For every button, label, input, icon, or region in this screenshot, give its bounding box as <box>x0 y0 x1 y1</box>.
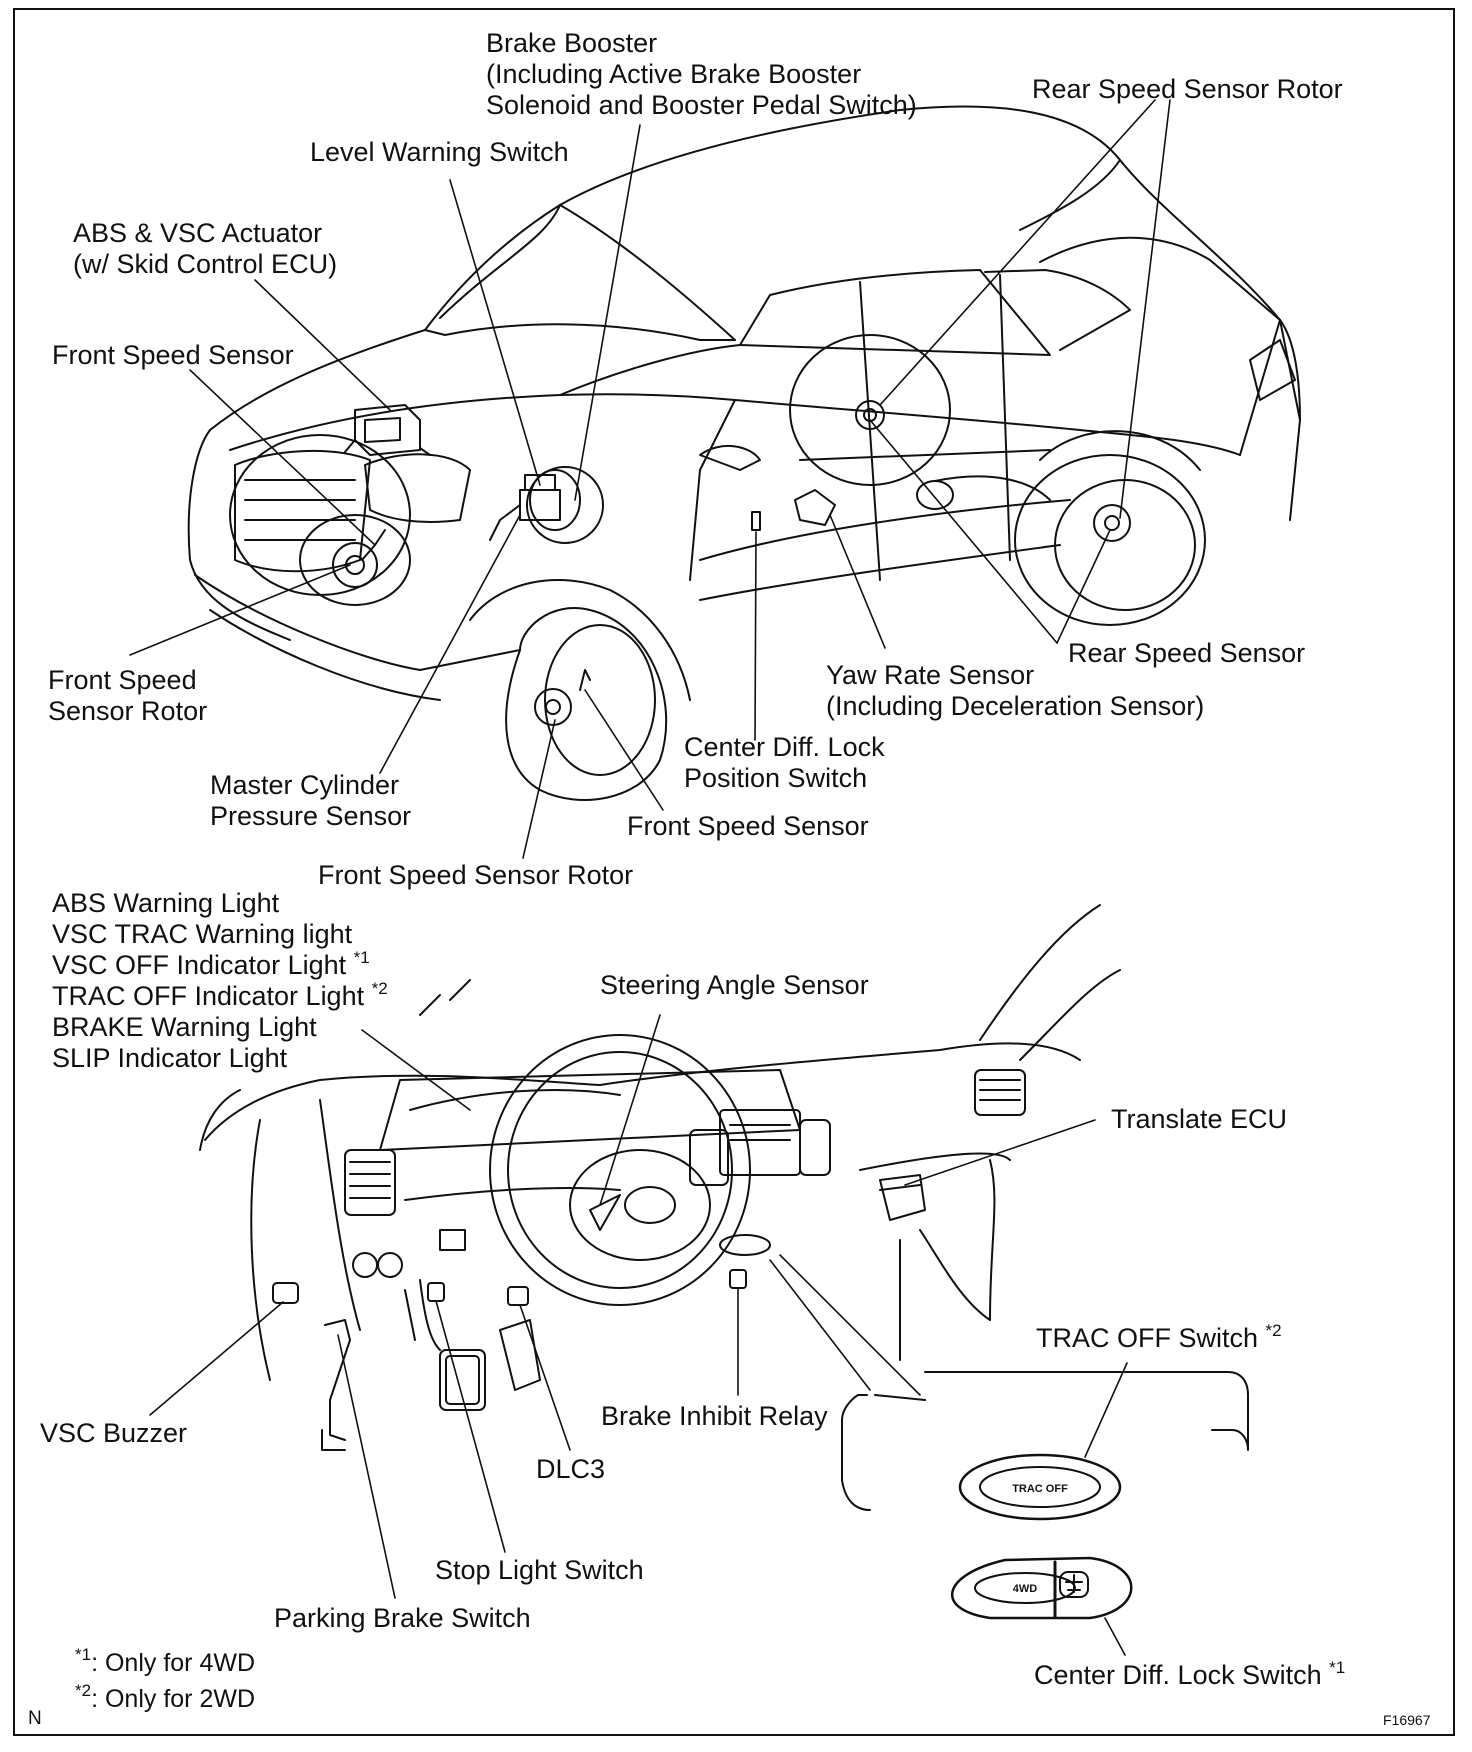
footnote-1-text: : Only for 4WD <box>91 1649 255 1677</box>
footnote-2: *2: Only for 2WD <box>75 1682 255 1717</box>
brake-inhibit-relay-text: Brake Inhibit Relay <box>601 1401 828 1431</box>
label-master-cylinder-pressure-sensor: Master Cylinder Pressure Sensor <box>210 770 411 832</box>
brake-booster-line-3: Solenoid and Booster Pedal Switch) <box>486 90 917 120</box>
label-front-speed-sensor-bottom: Front Speed Sensor <box>627 811 869 842</box>
label-abs-vsc-actuator: ABS & VSC Actuator (w/ Skid Control ECU) <box>73 218 337 280</box>
label-brake-inhibit-relay: Brake Inhibit Relay <box>601 1401 828 1432</box>
slip-indicator-light-text: SLIP Indicator Light <box>52 1043 288 1073</box>
vsc-off-footnote-mark: *1 <box>353 948 370 967</box>
center-diff-lock-switch-text: Center Diff. Lock Switch <box>1034 1660 1322 1690</box>
center-diff-lock-position-line-2: Position Switch <box>684 763 868 793</box>
footnote-2-text: : Only for 2WD <box>91 1685 255 1713</box>
brake-warning-light-text: BRAKE Warning Light <box>52 1012 317 1042</box>
label-rear-speed-sensor: Rear Speed Sensor <box>1068 638 1305 669</box>
center-diff-lock-switch-row: Center Diff. Lock Switch *1 <box>1034 1658 1346 1691</box>
vsc-trac-warning-light-text: VSC TRAC Warning light <box>52 919 353 949</box>
leader-lines <box>129 99 1171 1656</box>
front-speed-sensor-rotor-bottom-text: Front Speed Sensor Rotor <box>318 860 634 890</box>
rear-speed-sensor-text: Rear Speed Sensor <box>1068 638 1306 668</box>
level-warning-switch-text: Level Warning Switch <box>310 137 569 167</box>
master-cylinder-line-1: Master Cylinder <box>210 770 400 800</box>
label-trac-off-switch: TRAC OFF Switch *2 <box>1036 1321 1282 1354</box>
label-front-speed-sensor-rotor-bottom: Front Speed Sensor Rotor <box>318 860 633 891</box>
front-speed-sensor-rotor-left-line-2: Sensor Rotor <box>48 696 208 726</box>
yaw-rate-sensor-line-1: Yaw Rate Sensor <box>826 660 1035 690</box>
dashboard-illustration <box>199 904 1121 1451</box>
label-level-warning-switch: Level Warning Switch <box>310 137 569 168</box>
abs-vsc-actuator-line-2: (w/ Skid Control ECU) <box>73 249 338 279</box>
figure-id: F16967 <box>1383 1712 1431 1728</box>
label-stop-light-switch: Stop Light Switch <box>435 1555 644 1586</box>
abs-vsc-actuator-line-1: ABS & VSC Actuator <box>73 218 323 248</box>
center-diff-lock-switch-mark: *1 <box>1329 1658 1346 1677</box>
dlc3-text: DLC3 <box>536 1454 606 1484</box>
label-yaw-rate-sensor: Yaw Rate Sensor (Including Deceleration … <box>826 660 1204 722</box>
stop-light-switch-text: Stop Light Switch <box>435 1555 644 1585</box>
vsc-off-indicator-text: VSC OFF Indicator Light <box>52 950 347 980</box>
four-wd-switch-face-text: 4WD <box>1013 1583 1038 1595</box>
label-steering-angle-sensor: Steering Angle Sensor <box>600 970 869 1001</box>
figure-frame <box>13 8 1455 1736</box>
vehicle-illustration <box>187 105 1301 801</box>
yaw-rate-sensor-line-2: (Including Deceleration Sensor) <box>826 691 1205 721</box>
trac-off-indicator-text: TRAC OFF Indicator Light <box>52 981 365 1011</box>
footnote-1: *1: Only for 4WD <box>75 1646 255 1681</box>
switch-inset-panel <box>841 1371 1249 1620</box>
master-cylinder-line-2: Pressure Sensor <box>210 801 412 831</box>
label-rear-speed-sensor-rotor: Rear Speed Sensor Rotor <box>1032 74 1343 105</box>
parking-brake-switch-text: Parking Brake Switch <box>274 1603 531 1633</box>
brake-booster-line-2: (Including Active Brake Booster <box>486 59 862 89</box>
label-parking-brake-switch: Parking Brake Switch <box>274 1603 531 1634</box>
trac-off-switch-text: TRAC OFF Switch <box>1036 1323 1259 1353</box>
label-front-speed-sensor-rotor-left: Front Speed Sensor Rotor <box>48 665 207 727</box>
label-warning-lights: ABS Warning Light VSC TRAC Warning light… <box>52 888 388 1074</box>
footnote-2-mark: *2 <box>75 1681 92 1700</box>
corner-letter: N <box>28 1708 42 1729</box>
label-translate-ecu: Translate ECU <box>1111 1104 1287 1135</box>
label-brake-booster: Brake Booster (Including Active Brake Bo… <box>486 28 917 121</box>
trac-off-footnote-mark: *2 <box>371 979 388 998</box>
label-center-diff-lock-switch: Center Diff. Lock Switch *1 <box>1034 1658 1346 1691</box>
abs-warning-light-text: ABS Warning Light <box>52 888 280 918</box>
trac-off-switch-row: TRAC OFF Switch *2 <box>1036 1321 1282 1354</box>
label-dlc3: DLC3 <box>536 1454 605 1485</box>
front-speed-sensor-top-text: Front Speed Sensor <box>52 340 294 370</box>
trac-off-indicator-row: TRAC OFF Indicator Light *2 <box>52 979 388 1012</box>
center-diff-lock-position-line-1: Center Diff. Lock <box>684 732 885 762</box>
front-speed-sensor-bottom-text: Front Speed Sensor <box>627 811 869 841</box>
steering-angle-sensor-text: Steering Angle Sensor <box>600 970 869 1000</box>
trac-off-switch-mark: *2 <box>1265 1321 1282 1340</box>
trac-off-switch-face-text: TRAC OFF <box>1012 1483 1068 1495</box>
label-front-speed-sensor-top: Front Speed Sensor <box>52 340 294 371</box>
vsc-buzzer-text: VSC Buzzer <box>40 1418 188 1448</box>
front-speed-sensor-rotor-left-line-1: Front Speed <box>48 665 197 695</box>
translate-ecu-text: Translate ECU <box>1111 1104 1288 1134</box>
brake-booster-line-1: Brake Booster <box>486 28 658 58</box>
vsc-off-indicator-row: VSC OFF Indicator Light *1 <box>52 948 388 981</box>
rear-speed-sensor-rotor-text: Rear Speed Sensor Rotor <box>1032 74 1343 104</box>
footnote-1-mark: *1 <box>75 1645 92 1664</box>
label-center-diff-lock-position-switch: Center Diff. Lock Position Switch <box>684 732 885 794</box>
label-vsc-buzzer: VSC Buzzer <box>40 1418 187 1449</box>
